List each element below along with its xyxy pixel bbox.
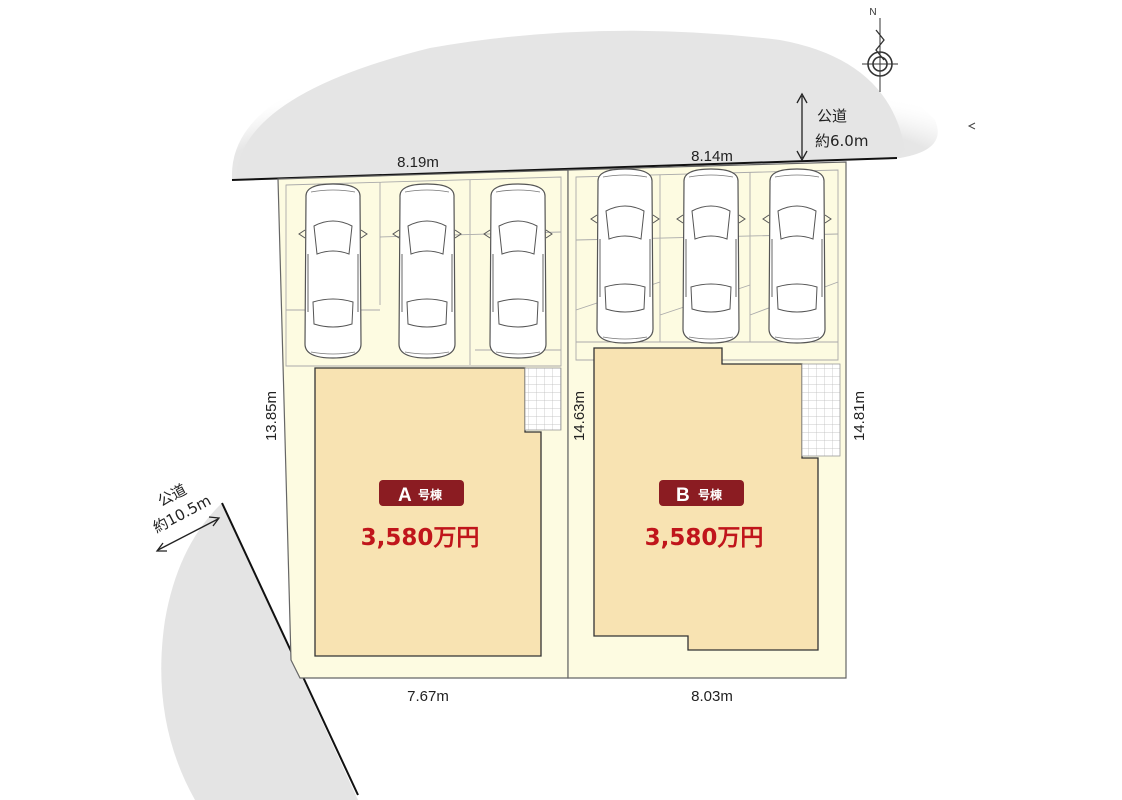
car-icon <box>298 183 368 359</box>
north-road-width: 約6.0m <box>815 132 868 150</box>
dimension-b-bottom: 8.03m <box>691 688 733 705</box>
small-mark <box>967 122 976 130</box>
lot-a-suffix: 号棟 <box>418 487 443 502</box>
west-road-edge <box>221 502 359 796</box>
car-icon <box>392 183 462 359</box>
compass-north-label: N <box>869 7 876 18</box>
dimension-b-right: 14.81m <box>851 391 868 441</box>
north-road-area <box>236 30 905 181</box>
lot-a-price: 3,580万円 <box>361 525 480 551</box>
west-road-width-arrow <box>155 516 221 552</box>
compass-icon: N <box>862 7 898 92</box>
lot-a-letter: A <box>398 485 412 506</box>
dimension-a-top: 8.19m <box>397 154 439 171</box>
car-icon <box>483 183 553 359</box>
car-icon <box>590 168 660 344</box>
north-road-label: 公道 <box>817 107 847 125</box>
car-icon <box>676 168 746 344</box>
lot-b-price: 3,580万円 <box>645 525 764 551</box>
car-icon <box>762 168 832 344</box>
lot-b-letter: B <box>676 485 690 506</box>
west-road-area <box>161 503 358 800</box>
north-road-edge <box>231 157 898 181</box>
dimension-a-bottom: 7.67m <box>407 688 449 705</box>
porch-b <box>801 363 841 457</box>
porch-a <box>524 367 562 431</box>
north-road-width-arrow <box>796 92 808 162</box>
dimension-b-left: 14.63m <box>571 391 588 441</box>
lot-b-tag <box>659 480 744 506</box>
dimension-b-top: 8.14m <box>691 148 733 165</box>
lot-b-suffix: 号棟 <box>698 487 723 502</box>
house-a[interactable] <box>314 367 542 657</box>
dimension-a-left: 13.85m <box>263 391 280 441</box>
lot-a-tag <box>379 480 464 506</box>
